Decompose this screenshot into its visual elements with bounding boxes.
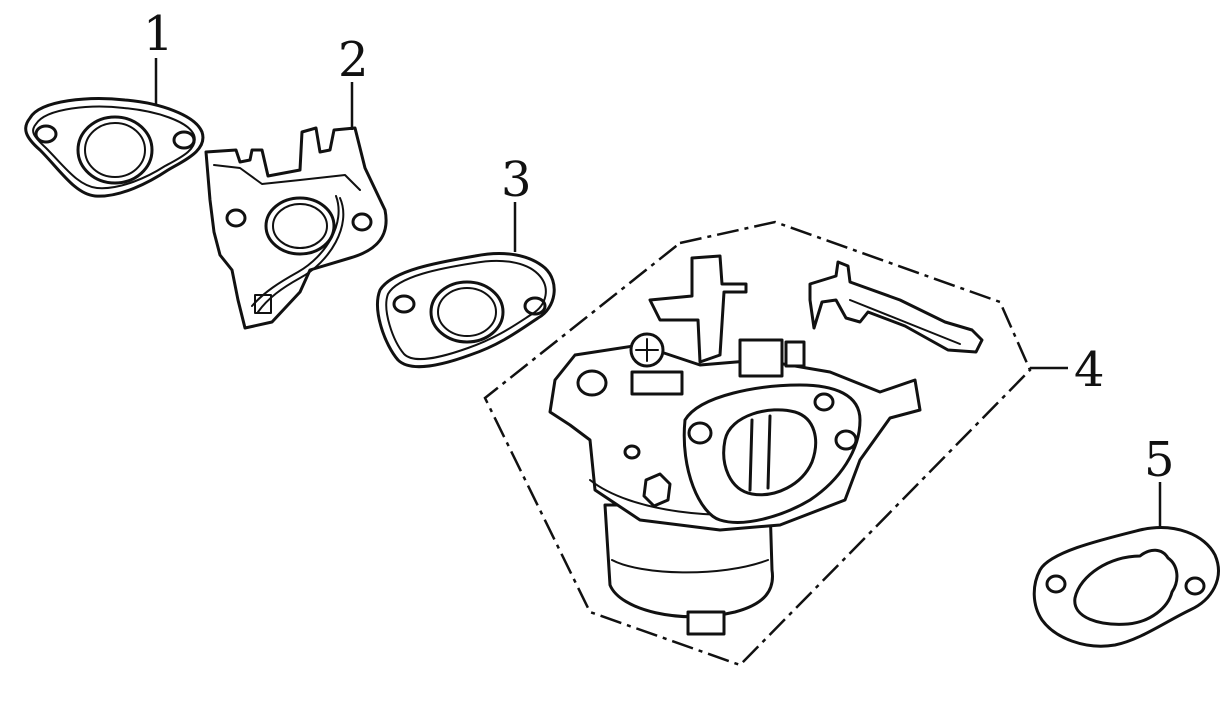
part-3-gasket: [376, 252, 556, 368]
callout-5: 5: [1144, 432, 1175, 488]
part-2-insulator: [204, 126, 388, 330]
callout-4: 4: [1074, 342, 1105, 398]
callout-3: 3: [501, 152, 532, 208]
callout-2: 2: [338, 32, 369, 88]
part-5-gasket: [1032, 526, 1220, 648]
part-4-carburetor-assembly: [483, 220, 1032, 667]
assembly-boundary: [483, 220, 1032, 667]
part-1-gasket: [24, 97, 205, 198]
callout-1: 1: [143, 6, 174, 62]
